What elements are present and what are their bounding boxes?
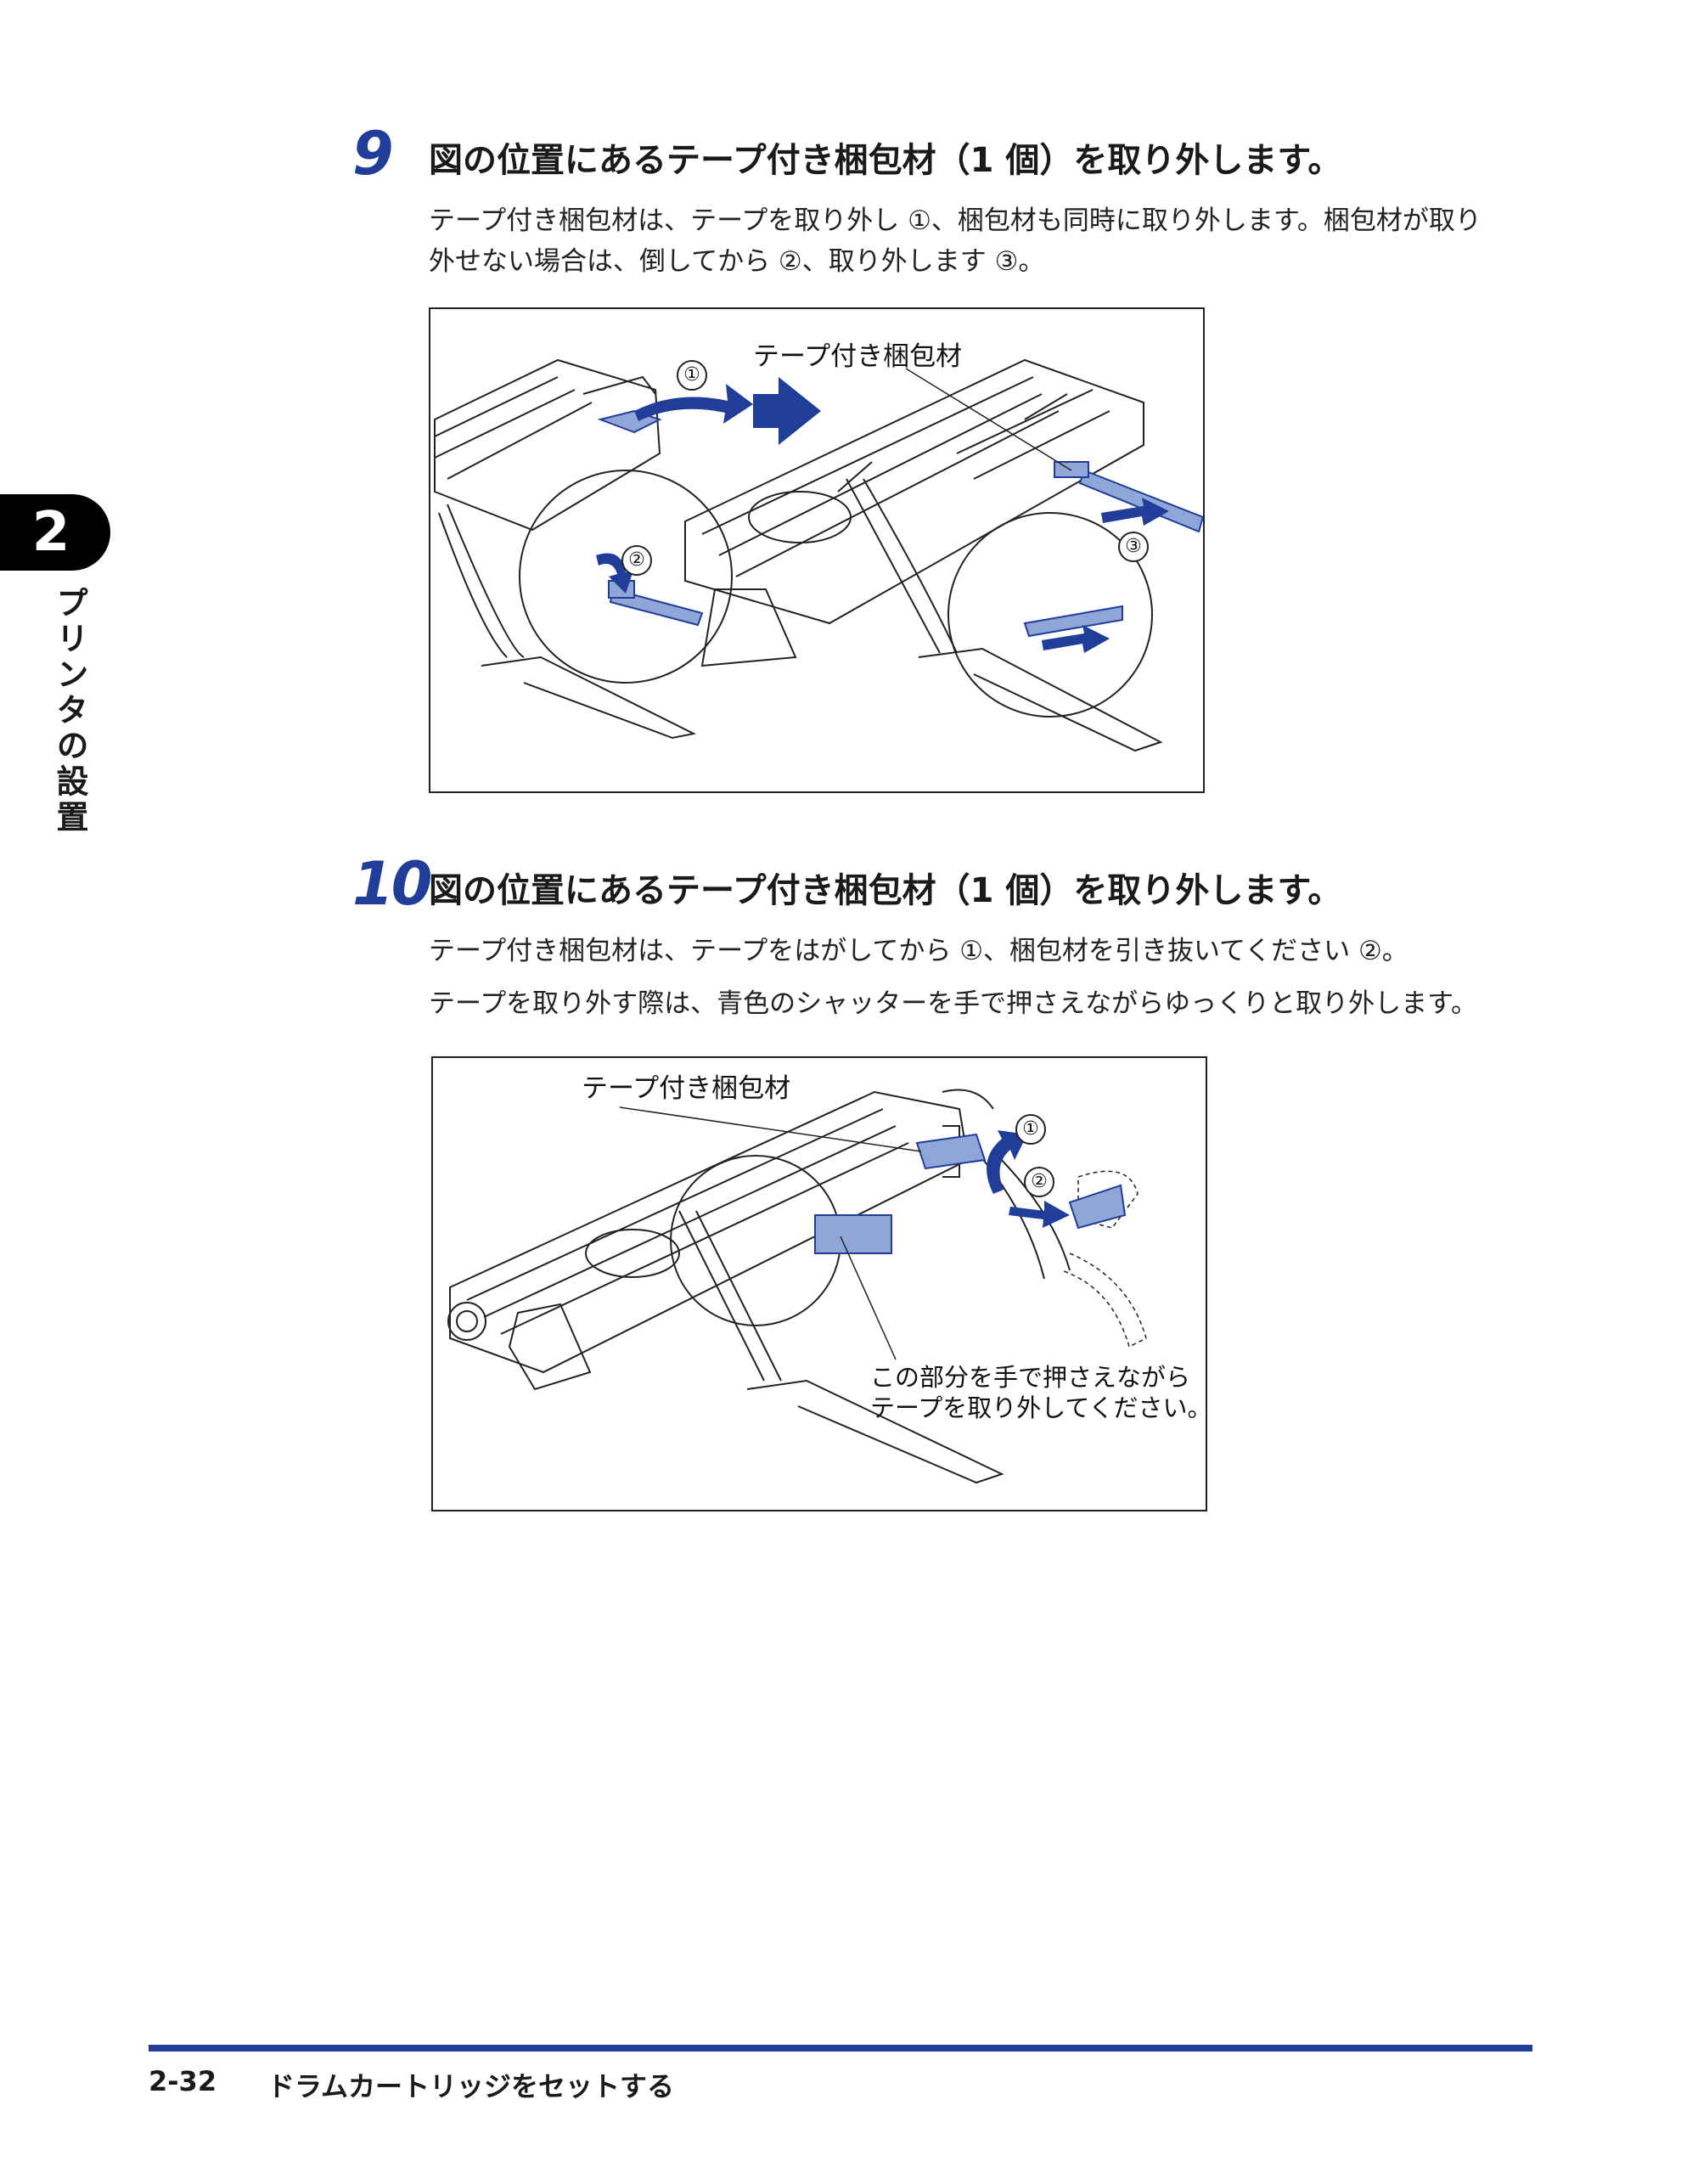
step-desc-line-1: テープ付き梱包材は、テープを取り外し ①、梱包材も同時に取り外します。梱包材が取… xyxy=(429,205,1482,236)
mark-2: ② xyxy=(621,545,652,576)
step-desc-line-2: テープを取り外す際は、青色のシャッターを手で押さえながらゆっくりと取り外します。 xyxy=(429,988,1478,1019)
step-number: 10 xyxy=(352,849,432,919)
step-desc-line-2: 外せない場合は、倒してから ②、取り外します ③。 xyxy=(429,246,1045,277)
mark-3: ③ xyxy=(1118,532,1149,562)
figure-label-tape-packing: テープ付き梱包材 xyxy=(582,1073,791,1104)
step-desc-line-1: テープ付き梱包材は、テープをはがしてから ①、梱包材を引き抜いてください ②。 xyxy=(429,936,1408,966)
footer-section-title: ドラムカートリッジをセットする xyxy=(267,2070,675,2102)
mark-1: ① xyxy=(1015,1114,1046,1145)
callout-line-1: この部分を手で押さえながら xyxy=(870,1363,1191,1392)
footer-rule xyxy=(149,2045,1532,2052)
step-title: 図の位置にあるテープ付き梱包材（1 個）を取り外します。 xyxy=(429,141,1342,180)
step-number: 9 xyxy=(352,119,394,189)
mark-1: ① xyxy=(677,360,707,391)
chapter-side-title: プリンタの設置 xyxy=(51,586,88,836)
step-title: 図の位置にあるテープ付き梱包材（1 個）を取り外します。 xyxy=(429,871,1342,910)
figure-step-9: テープ付き梱包材 ① ② ③ xyxy=(429,307,1205,793)
figure-step-10: テープ付き梱包材 ① ② この部分を手で押さえながら テープを取り外してください… xyxy=(431,1056,1212,1511)
step-9: 9 図の位置にあるテープ付き梱包材（1 個）を取り外します。 テープ付き梱包材は… xyxy=(352,119,1541,798)
illustration-drum-cartridge-1 xyxy=(434,358,1203,752)
page-number: 2-32 xyxy=(149,2065,217,2097)
illustration-drum-cartridge-2 xyxy=(447,1089,1147,1484)
chapter-number: 2 xyxy=(31,501,70,564)
chapter-tab: 2 xyxy=(0,494,110,571)
callout-line-2: テープを取り外してください。 xyxy=(870,1393,1212,1422)
step-10: 10 図の位置にあるテープ付き梱包材（1 個）を取り外します。 テープ付き梱包材… xyxy=(352,849,1541,1528)
mark-2: ② xyxy=(1024,1167,1054,1197)
figure-label-tape-packing: テープ付き梱包材 xyxy=(753,341,963,372)
